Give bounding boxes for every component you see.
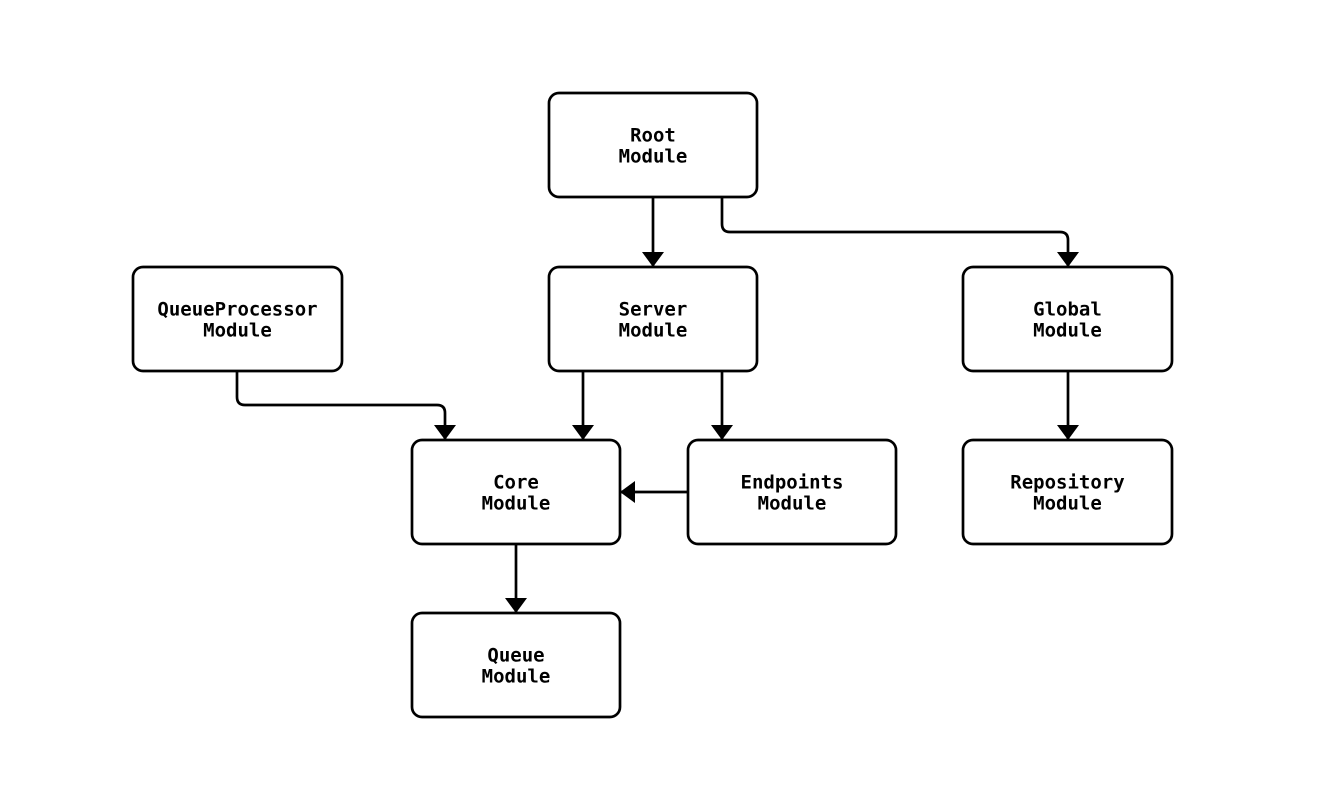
node-label-line: Endpoints <box>741 472 844 494</box>
node-label-line: Core <box>493 472 539 494</box>
edges-layer <box>235 197 1079 613</box>
node-label-line: Repository <box>1010 472 1124 494</box>
node-label-line: Module <box>1033 493 1102 515</box>
node-box <box>961 265 1174 373</box>
node-label-line: Module <box>619 146 688 168</box>
node-label-line: Module <box>482 666 551 688</box>
node-label-line: Global <box>1033 299 1102 321</box>
node-label-line: QueueProcessor <box>157 299 317 321</box>
node-box <box>547 91 759 199</box>
node-label-line: Module <box>203 320 272 342</box>
node-label-line: Module <box>482 493 551 515</box>
node-label-line: Root <box>630 125 676 147</box>
edge-root-to-global <box>720 197 1079 267</box>
node-box <box>686 438 898 546</box>
node-box <box>547 265 759 373</box>
node-box <box>410 611 622 719</box>
edge-queueprocessor-to-core <box>235 371 456 440</box>
node-label-line: Queue <box>487 645 544 667</box>
node-label-line: Module <box>619 320 688 342</box>
node-box <box>131 265 344 373</box>
node-label-line: Server <box>619 299 688 321</box>
node-box <box>961 438 1174 546</box>
node-label-line: Module <box>1033 320 1102 342</box>
node-label-line: Module <box>758 493 827 515</box>
node-box <box>410 438 622 546</box>
